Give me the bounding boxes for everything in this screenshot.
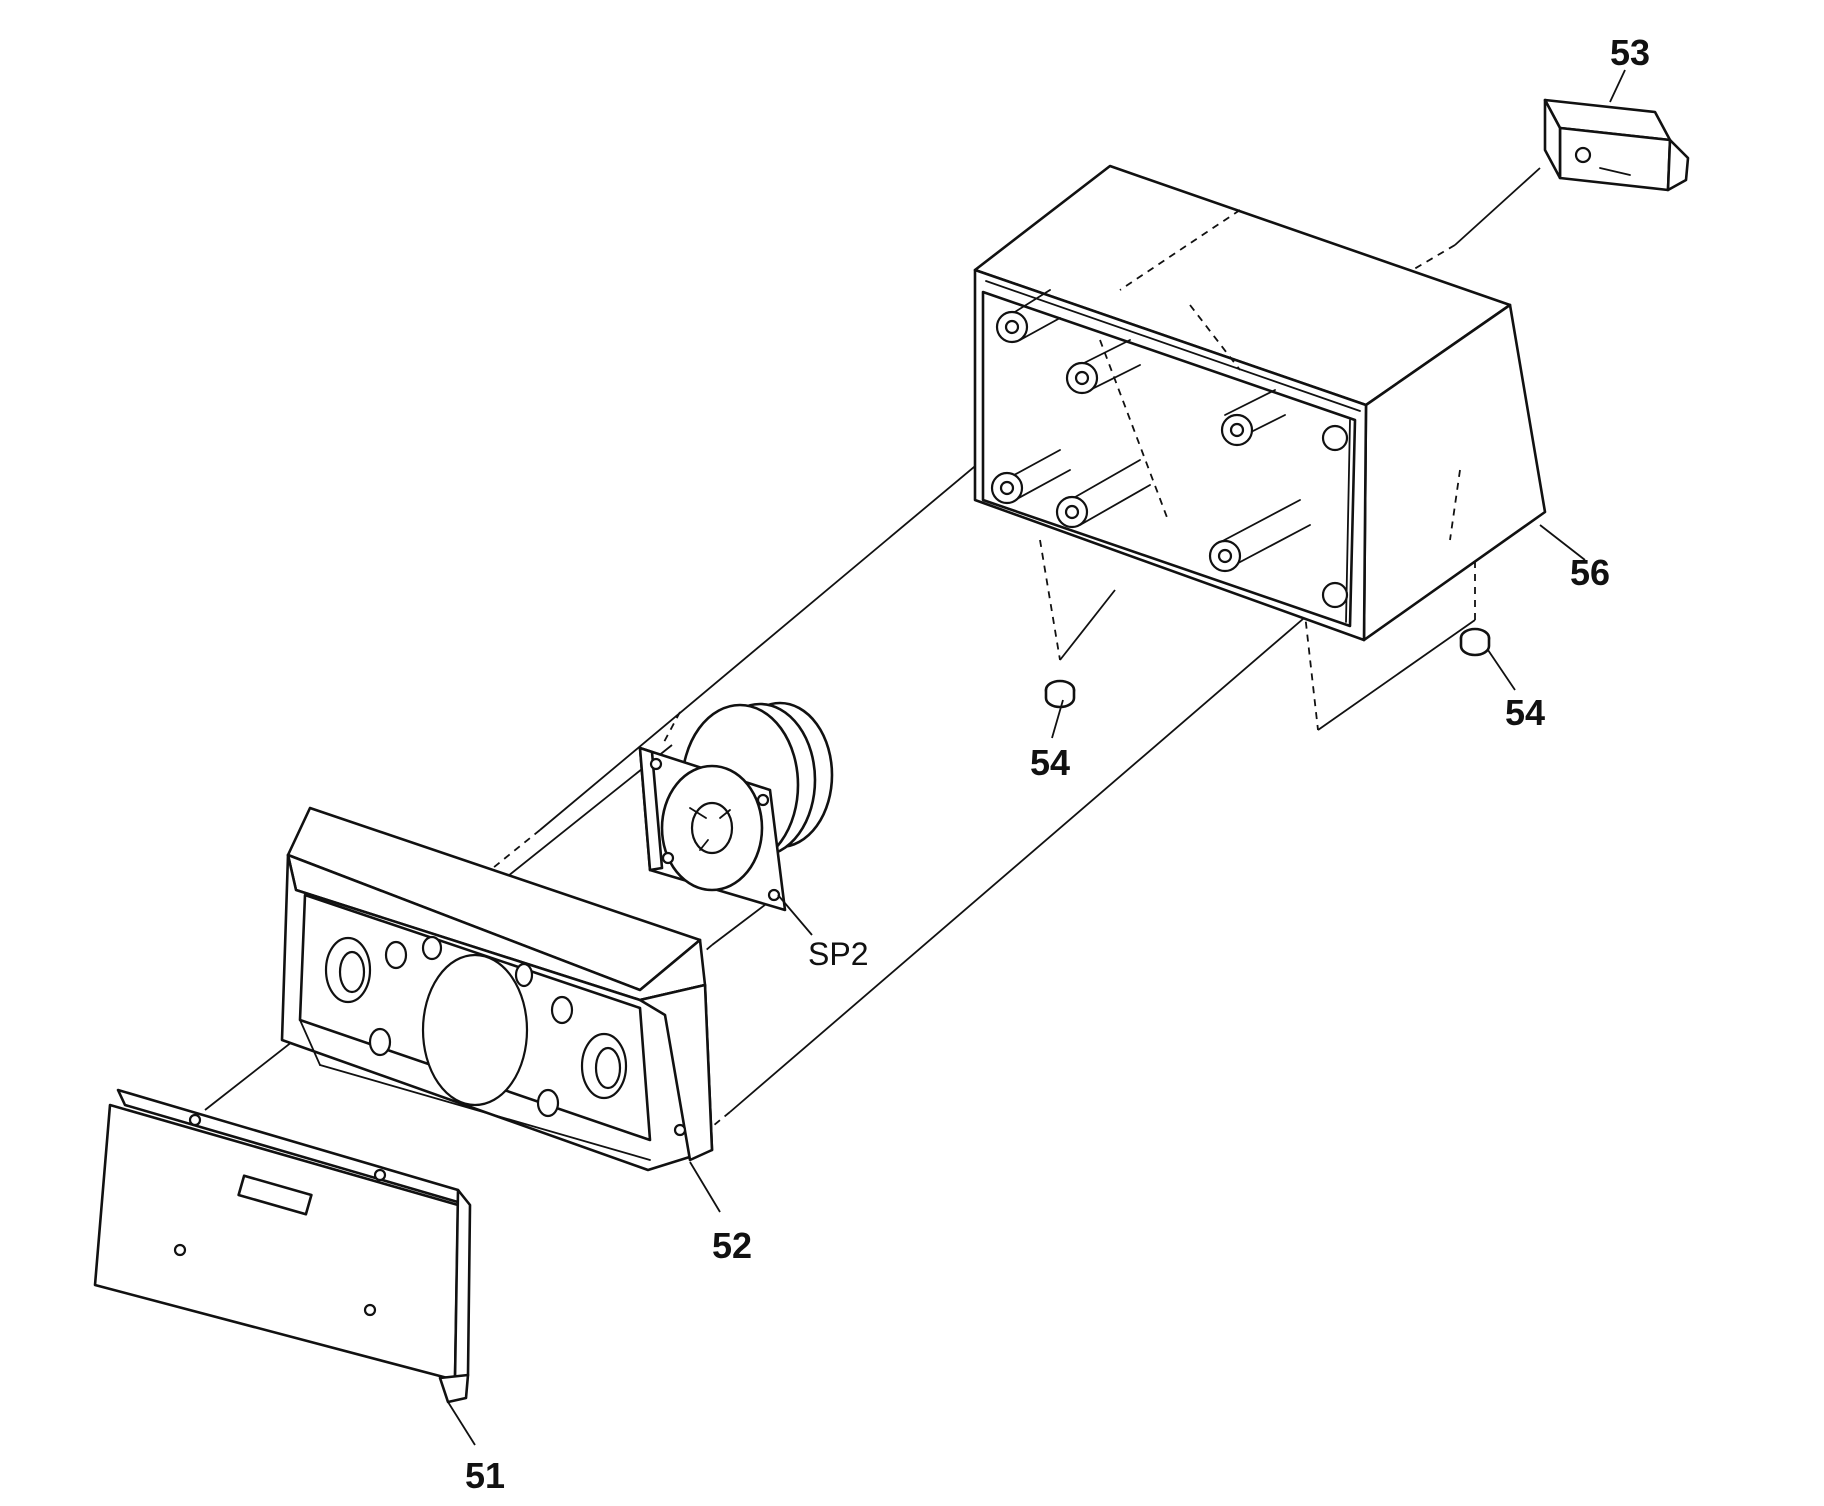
cabinet-boss-6: [1208, 499, 1311, 573]
speaker-driver-sp2: [638, 701, 834, 912]
front-baffle-52: [280, 806, 714, 1172]
terminal-block-53: [1543, 98, 1690, 192]
cabinet-boss-1: [995, 289, 1061, 344]
cabinet-boss-3: [1220, 389, 1286, 447]
grille-logo-plate: [237, 1174, 313, 1216]
callout-leaders: [447, 69, 1626, 1446]
foot-54-right: [1459, 627, 1491, 657]
cabinet-boss-4: [990, 449, 1071, 505]
foot-54-left: [1044, 679, 1076, 709]
cabinet-56: [973, 164, 1547, 642]
label-54-right: 54: [1505, 692, 1545, 733]
cabinet-boss-2: [1065, 339, 1141, 395]
cabinet-screw-hole-top-right: [1321, 424, 1349, 452]
cabinet-boss-5: [1055, 459, 1151, 529]
baffle-screw-hole: [384, 940, 408, 970]
label-53: 53: [1610, 32, 1650, 73]
label-52: 52: [712, 1225, 752, 1266]
cabinet-screw-hole-bottom-right: [1321, 581, 1349, 609]
baffle-driver-opening: [421, 953, 529, 1107]
label-54-left: 54: [1030, 742, 1070, 783]
label-56: 56: [1570, 552, 1610, 593]
label-51: 51: [465, 1455, 505, 1496]
label-sp2: SP2: [808, 936, 868, 972]
grille-51: [93, 1088, 472, 1404]
